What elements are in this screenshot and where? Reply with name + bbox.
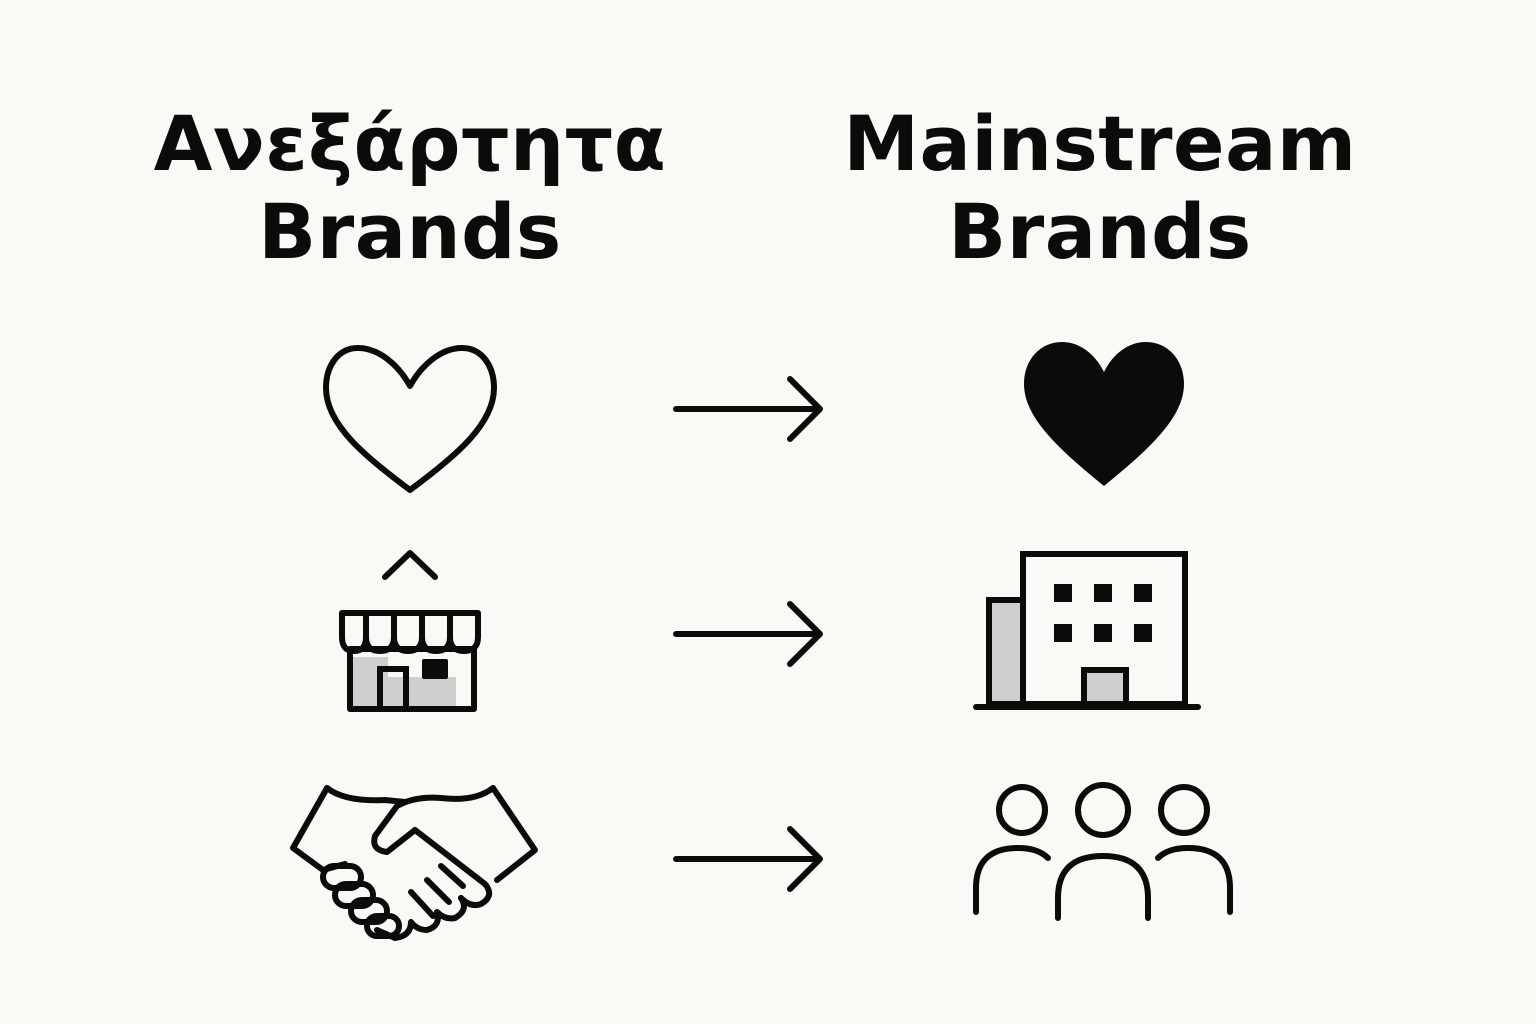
independent-brands-title: Ανεξάρτητα Brands <box>130 100 690 276</box>
independent-brands-title-line1: Ανεξάρτητα <box>153 99 667 188</box>
mainstream-brands-title-line1: Mainstream <box>843 99 1357 188</box>
office-building-icon <box>973 551 1201 710</box>
group-of-people-icon <box>973 782 1233 921</box>
mainstream-brands-title: Mainstream Brands <box>820 100 1380 276</box>
storefront-icon <box>339 550 481 712</box>
heart-outline-icon <box>323 345 497 493</box>
arrow-right-icon <box>673 826 823 892</box>
heart-filled-icon <box>1024 342 1184 486</box>
arrow-right-icon <box>673 601 823 667</box>
handshake-icon <box>290 785 538 941</box>
mainstream-brands-title-line2: Brands <box>948 187 1252 276</box>
independent-brands-title-line2: Brands <box>258 187 562 276</box>
arrow-right-icon <box>673 376 823 442</box>
